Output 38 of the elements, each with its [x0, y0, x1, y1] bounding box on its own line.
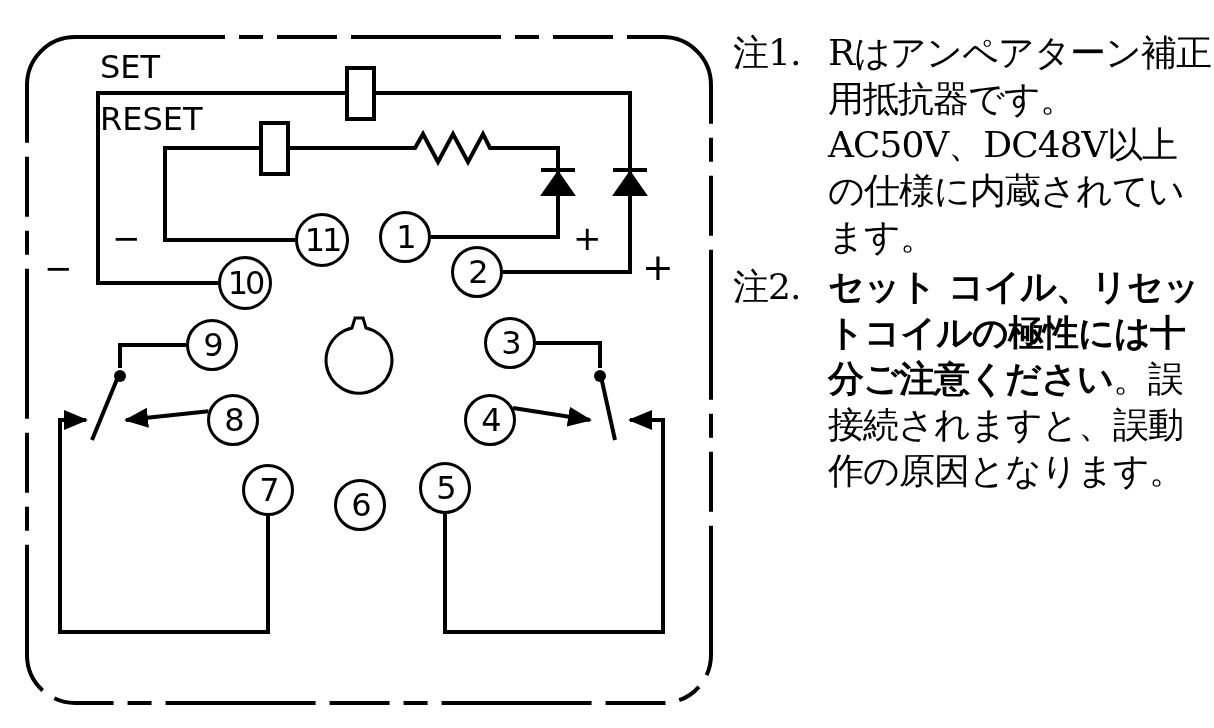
- coil-label: SET: [100, 48, 161, 86]
- arrow: [58, 410, 270, 634]
- pin-number-circle: 4: [464, 394, 516, 446]
- pin-number-circle: 2: [451, 246, 503, 298]
- polarity-sign: −: [112, 218, 141, 258]
- arrow: [124, 407, 209, 428]
- pin-number-circle: 11: [295, 213, 349, 267]
- wire: [503, 198, 632, 274]
- coil-label: RESET: [100, 100, 203, 138]
- arrow: [512, 406, 592, 427]
- wire: [163, 146, 295, 242]
- polarity-sign: +: [642, 245, 674, 289]
- note-text: セット コイル、リセットコイルの極性には十分ご注意ください。誤接続されますと、誤動作の原因となります。: [828, 265, 1200, 493]
- wire: [96, 91, 345, 285]
- diode-symbol: [540, 166, 576, 198]
- note-number: 注2.: [733, 265, 802, 309]
- coil-symbol: [345, 66, 376, 121]
- note-number: 注1.: [733, 31, 802, 75]
- diode-symbol: [612, 166, 648, 198]
- pin-number-circle: 10: [218, 256, 272, 310]
- wire: [431, 198, 560, 239]
- wire: [536, 341, 602, 368]
- pin-number-circle: 1: [379, 211, 431, 263]
- polarity-sign: −: [44, 248, 73, 288]
- arrow: [443, 410, 665, 634]
- pin-number-circle: 5: [419, 462, 471, 514]
- pin-number-circle: 3: [484, 317, 536, 369]
- pin-number-circle: 9: [186, 319, 238, 371]
- wire: [290, 129, 560, 167]
- pin-number-circle: 8: [207, 394, 259, 446]
- pin-number-circle: 7: [242, 464, 294, 516]
- wire: [118, 343, 186, 368]
- coil-symbol: [259, 121, 290, 176]
- note-text: AC50V、DC48V以上の仕様に内蔵されています。: [828, 123, 1185, 259]
- pin-number-circle: 6: [334, 479, 386, 531]
- note-text: Rはアンペアターン補正用抵抗器です。: [828, 31, 1212, 121]
- wire: [376, 91, 632, 166]
- polarity-sign: +: [573, 218, 602, 258]
